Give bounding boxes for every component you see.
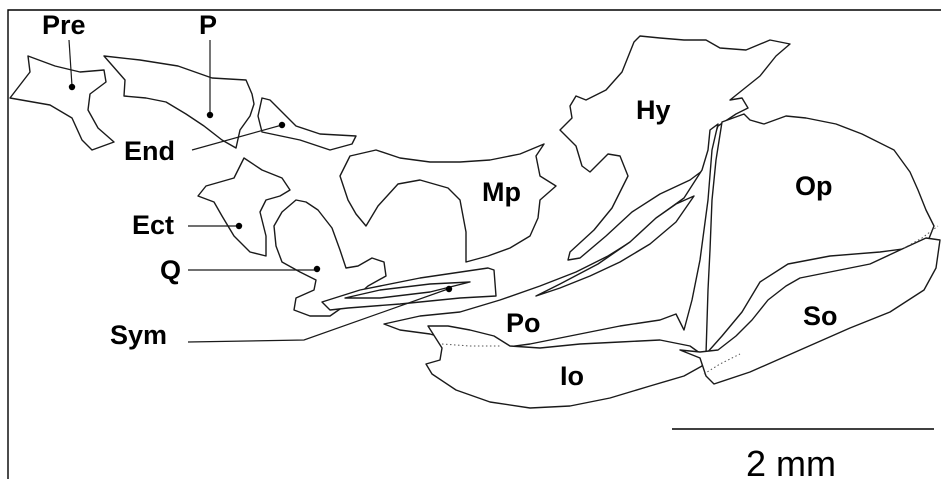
marker-dot-ect <box>235 222 243 230</box>
leader-pre <box>68 39 73 87</box>
label-hy: Hy <box>636 95 671 125</box>
marker-dot-pre <box>68 83 76 91</box>
label-po: Po <box>506 308 541 338</box>
opercle-bone <box>705 113 935 355</box>
preopercle-inner-ridge <box>535 195 695 297</box>
palatine-bone <box>103 55 255 149</box>
subopercle-bone <box>679 237 941 385</box>
metapterygoid-bone <box>339 143 557 263</box>
leader-sym <box>187 288 449 343</box>
label-op: Op <box>795 171 833 201</box>
marker-dot-p <box>206 111 214 119</box>
label-end: End <box>124 136 175 166</box>
marker-dot-sym <box>445 285 453 293</box>
frame-border <box>7 9 941 479</box>
opercle-subopercle-suture <box>903 225 939 249</box>
label-q: Q <box>160 255 181 285</box>
hyomandibula-bone <box>559 35 791 261</box>
label-io: Io <box>560 361 584 391</box>
label-pre: Pre <box>42 10 86 40</box>
label-mp: Mp <box>482 177 521 207</box>
label-p: P <box>199 10 217 40</box>
scale-bar-label: 2 mm <box>746 443 836 479</box>
symplectic-inner <box>344 281 471 299</box>
label-ect: Ect <box>132 210 174 240</box>
marker-dot-q <box>313 265 321 273</box>
ectopterygoid-bone <box>197 157 291 257</box>
interopercle-bone <box>425 325 705 409</box>
marker-dot-end <box>278 121 286 129</box>
leader-end <box>191 124 283 151</box>
label-so: So <box>803 301 838 331</box>
premaxilla-bone <box>9 55 115 151</box>
label-sym: Sym <box>110 320 167 350</box>
endopterygoid-bone <box>257 97 357 151</box>
interopercle-suture <box>441 343 500 347</box>
